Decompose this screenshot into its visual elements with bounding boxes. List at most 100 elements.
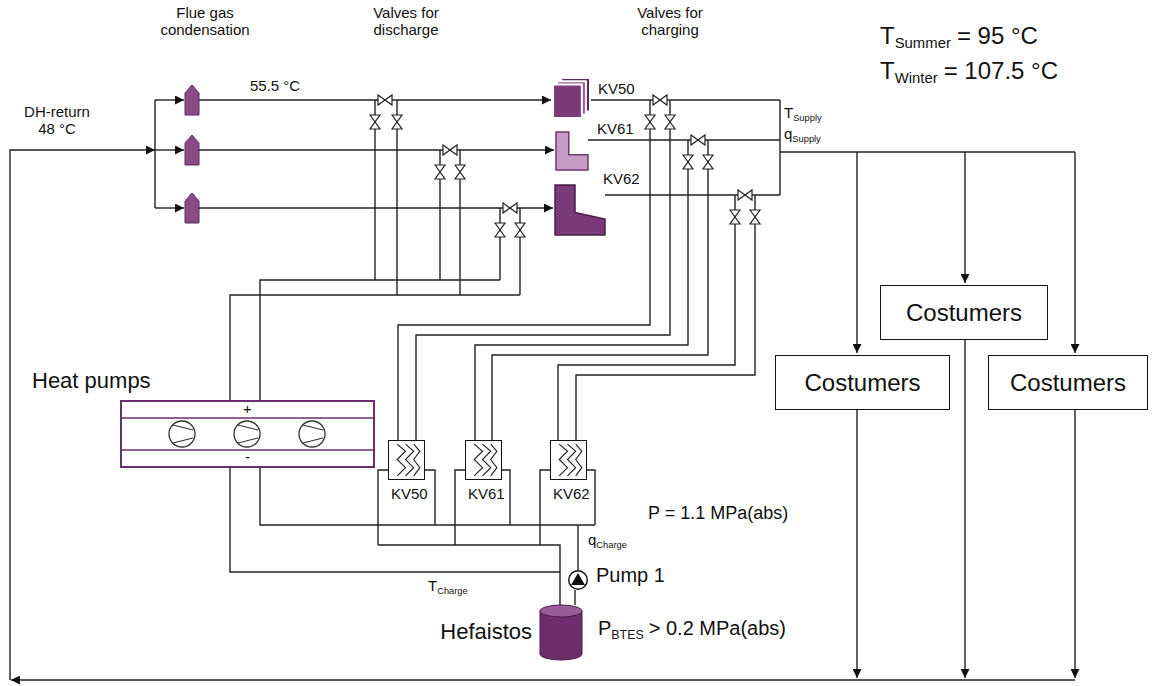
subscript: Supply [793, 113, 821, 123]
valve-symbol [653, 95, 667, 105]
box-label: Costumers [1010, 369, 1126, 397]
charging-pipe [378, 545, 560, 605]
customer-box: Costumers [880, 285, 1048, 340]
unit-heading: Heat pumps [32, 368, 151, 393]
tank-label: Hefaistos [440, 619, 532, 644]
tank-shape [555, 185, 605, 235]
charging-pipe [378, 470, 388, 545]
flue-gas-condenser [185, 135, 199, 165]
valve-symbol [435, 165, 445, 179]
valve-symbol [392, 115, 402, 129]
subscript: BTES [611, 628, 643, 642]
coil-line [397, 444, 420, 476]
annotation-text: Valves for charging [637, 4, 703, 38]
supply-pipe [780, 151, 1075, 152]
pump-icon [568, 570, 588, 590]
discharge-pipe [499, 208, 500, 280]
discharge-pipe [230, 295, 520, 400]
annotation-text: Valves for discharge [373, 4, 439, 38]
accumulator-tank: KV50 [553, 78, 590, 118]
valve-symbol [645, 115, 655, 129]
valve-symbol [515, 223, 525, 237]
annotation-text: T [880, 22, 895, 49]
charging-pipe [398, 100, 650, 440]
tank-shape [553, 78, 590, 118]
return-pipe [155, 207, 184, 208]
tank-label: KV62 [603, 170, 640, 187]
heat-pump-unit: Heat pumps+- [120, 400, 375, 468]
subscript: Charge [437, 586, 468, 596]
storage-tank: Hefaistos [540, 605, 582, 660]
tank-top [540, 605, 582, 617]
tank-body [540, 611, 582, 660]
pump-arrow [571, 573, 585, 585]
exchanger-coil [389, 441, 424, 479]
coil-line [559, 444, 582, 476]
label-group: TSupply [784, 104, 822, 123]
label-group: qCharge [588, 531, 627, 550]
unit-label: KV62 [553, 485, 590, 502]
supply-pipe [964, 340, 965, 678]
box-label: Costumers [804, 369, 920, 397]
supply-pipe [1074, 410, 1075, 678]
annotation-text: P [598, 617, 611, 639]
tank-shape [540, 605, 582, 660]
return-pipe [11, 679, 1075, 680]
annotation-text: T [784, 104, 793, 121]
label-group: 55.5 °C [250, 77, 300, 94]
valve-symbol [378, 95, 392, 105]
flue-gas-condenser [185, 193, 199, 223]
supply-pipe [964, 152, 965, 283]
annotation-text: = 95 °C [957, 22, 1038, 49]
label-group: TWinter= 107.5 °C [880, 57, 1058, 88]
valve-symbol [691, 135, 705, 145]
charging-pipe [540, 470, 550, 545]
valve-symbol [703, 155, 713, 169]
charging-pipe [475, 140, 688, 440]
bus-line [122, 417, 373, 419]
valve-symbol [738, 190, 752, 200]
supply-pipe [588, 139, 780, 140]
annotation-text: P = 1.1 MPa(abs) [648, 503, 788, 523]
label-group: PBTES> 0.2 MPa(abs) [598, 617, 786, 642]
label-group: qSupply [784, 125, 821, 144]
label-group: P = 1.1 MPa(abs) [648, 503, 788, 524]
exchanger-coil [466, 441, 501, 479]
return-pipe [10, 100, 1075, 680]
return-pipe [154, 100, 155, 208]
supply-pipe [779, 100, 780, 195]
heat-exchanger: KV50 [388, 440, 425, 480]
coil-line [474, 444, 497, 476]
label-group: Flue gas condensation [140, 4, 270, 39]
terminal-sign: + [122, 401, 373, 417]
valve-symbol [495, 223, 505, 237]
charging-pipe [416, 100, 670, 440]
supply-pipe [590, 99, 780, 100]
tank-label: KV50 [598, 80, 635, 97]
valve-symbol [455, 165, 465, 179]
return-pipe [155, 99, 184, 100]
annotation-text: q [588, 531, 596, 548]
tank-label: KV61 [597, 120, 634, 137]
compressor-symbol [299, 421, 325, 447]
supply-pipe [856, 410, 857, 678]
exchanger-coil [551, 441, 586, 479]
flue-gas-condenser [185, 85, 199, 223]
discharge-pipe [519, 208, 520, 295]
subscript: Supply [792, 134, 820, 144]
customer-box: Costumers [775, 355, 950, 410]
pump-label: Pump 1 [596, 564, 665, 587]
valve-symbol [683, 155, 693, 169]
pump-body [569, 571, 588, 590]
compressor-symbol [169, 421, 195, 447]
annotation-text: T [880, 57, 895, 84]
annotation-text: q [784, 125, 792, 142]
subscript: Winter [895, 70, 938, 86]
discharge-pipe [260, 280, 500, 400]
label-group: DH-return 48 °C [16, 103, 98, 138]
box-label: Costumers [906, 299, 1022, 327]
tank-body [556, 132, 588, 170]
compressor-symbol [303, 425, 323, 443]
return-pipe [155, 149, 184, 150]
